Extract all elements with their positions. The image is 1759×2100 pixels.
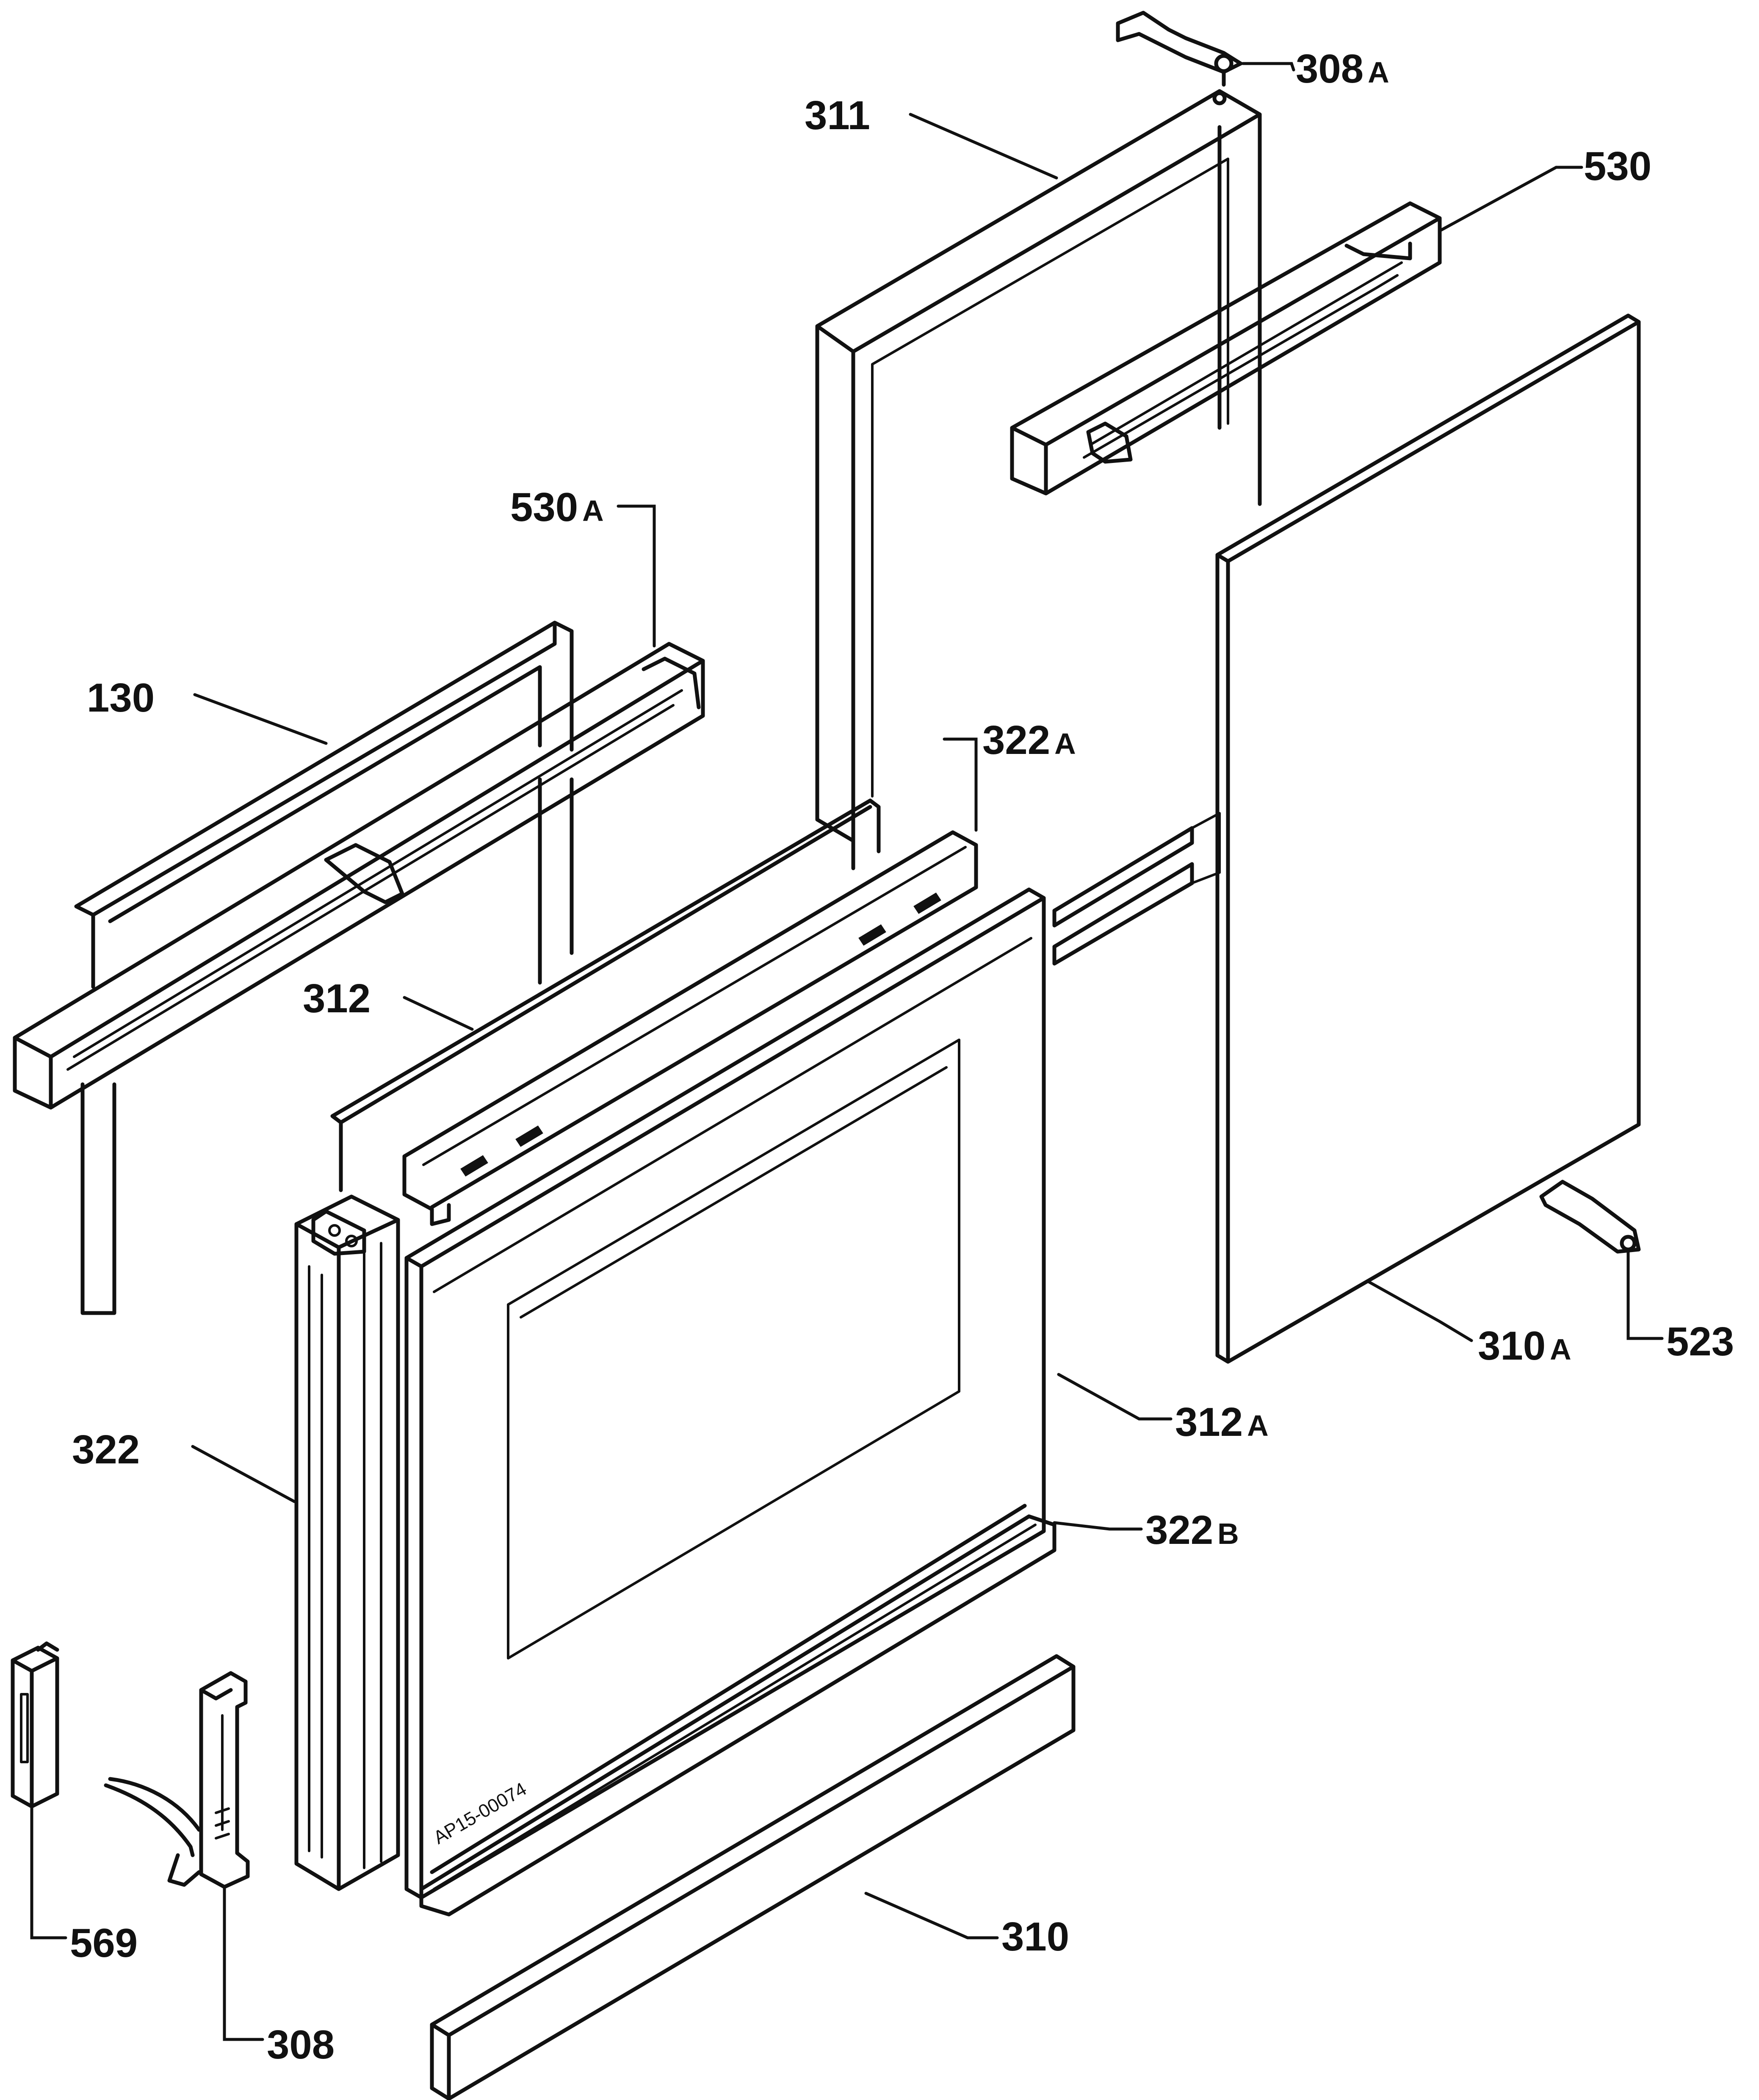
part-312-inner-glass xyxy=(330,798,881,1192)
part-label-312: 312 xyxy=(303,976,371,1021)
part-308a-hinge-bracket xyxy=(1116,11,1243,87)
leader-line-311 xyxy=(909,113,1058,180)
part-322a-retainer-strip xyxy=(402,830,978,1226)
leader-line-322a xyxy=(943,737,978,832)
part-label-310: 310 xyxy=(1001,1914,1069,1959)
part-label-311: 311 xyxy=(805,93,870,138)
leader-line-530a xyxy=(617,504,656,648)
part-label-523: 523 xyxy=(1666,1319,1734,1364)
leader-line-523 xyxy=(1626,1248,1664,1340)
leader-line-312 xyxy=(403,996,474,1031)
stamp-text: AP15-00074 xyxy=(430,1779,530,1848)
part-130-trim-frame xyxy=(74,621,574,1315)
leader-line-312a xyxy=(1057,1373,1173,1421)
part-523-hinge-bracket xyxy=(1539,1180,1641,1254)
leader-line-308 xyxy=(223,1885,264,2041)
part-322-side-channel xyxy=(294,1194,400,1891)
leader-line-130 xyxy=(193,693,328,745)
part-label-322: 322 xyxy=(72,1427,140,1472)
leader-line-308a xyxy=(1241,62,1295,72)
part-308-hinge-assembly xyxy=(104,1671,250,1889)
part-310a-glass-panel xyxy=(1215,313,1641,1364)
leader-line-530 xyxy=(1438,166,1583,233)
part-530-handle-bar xyxy=(1010,201,1442,496)
leader-line-322 xyxy=(191,1445,296,1503)
part-label-308: 308 xyxy=(267,2022,335,2067)
part-530a-handle-bar xyxy=(13,642,705,1110)
part-label-569: 569 xyxy=(70,1920,138,1966)
part-label-530: 530 xyxy=(1584,144,1651,189)
leader-line-310 xyxy=(864,1892,999,1939)
part-312a-door-panel xyxy=(404,887,1046,1900)
part-311-door-frame xyxy=(815,89,1262,966)
part-label-130: 130 xyxy=(87,675,155,720)
leader-lines xyxy=(30,62,1664,2041)
leader-line-310a xyxy=(1366,1280,1473,1342)
leader-line-322b xyxy=(1053,1521,1143,1531)
part-569-clip xyxy=(11,1641,59,1809)
part-310-bottom-panel xyxy=(430,1654,1076,2100)
leader-line-569 xyxy=(30,1805,67,1939)
